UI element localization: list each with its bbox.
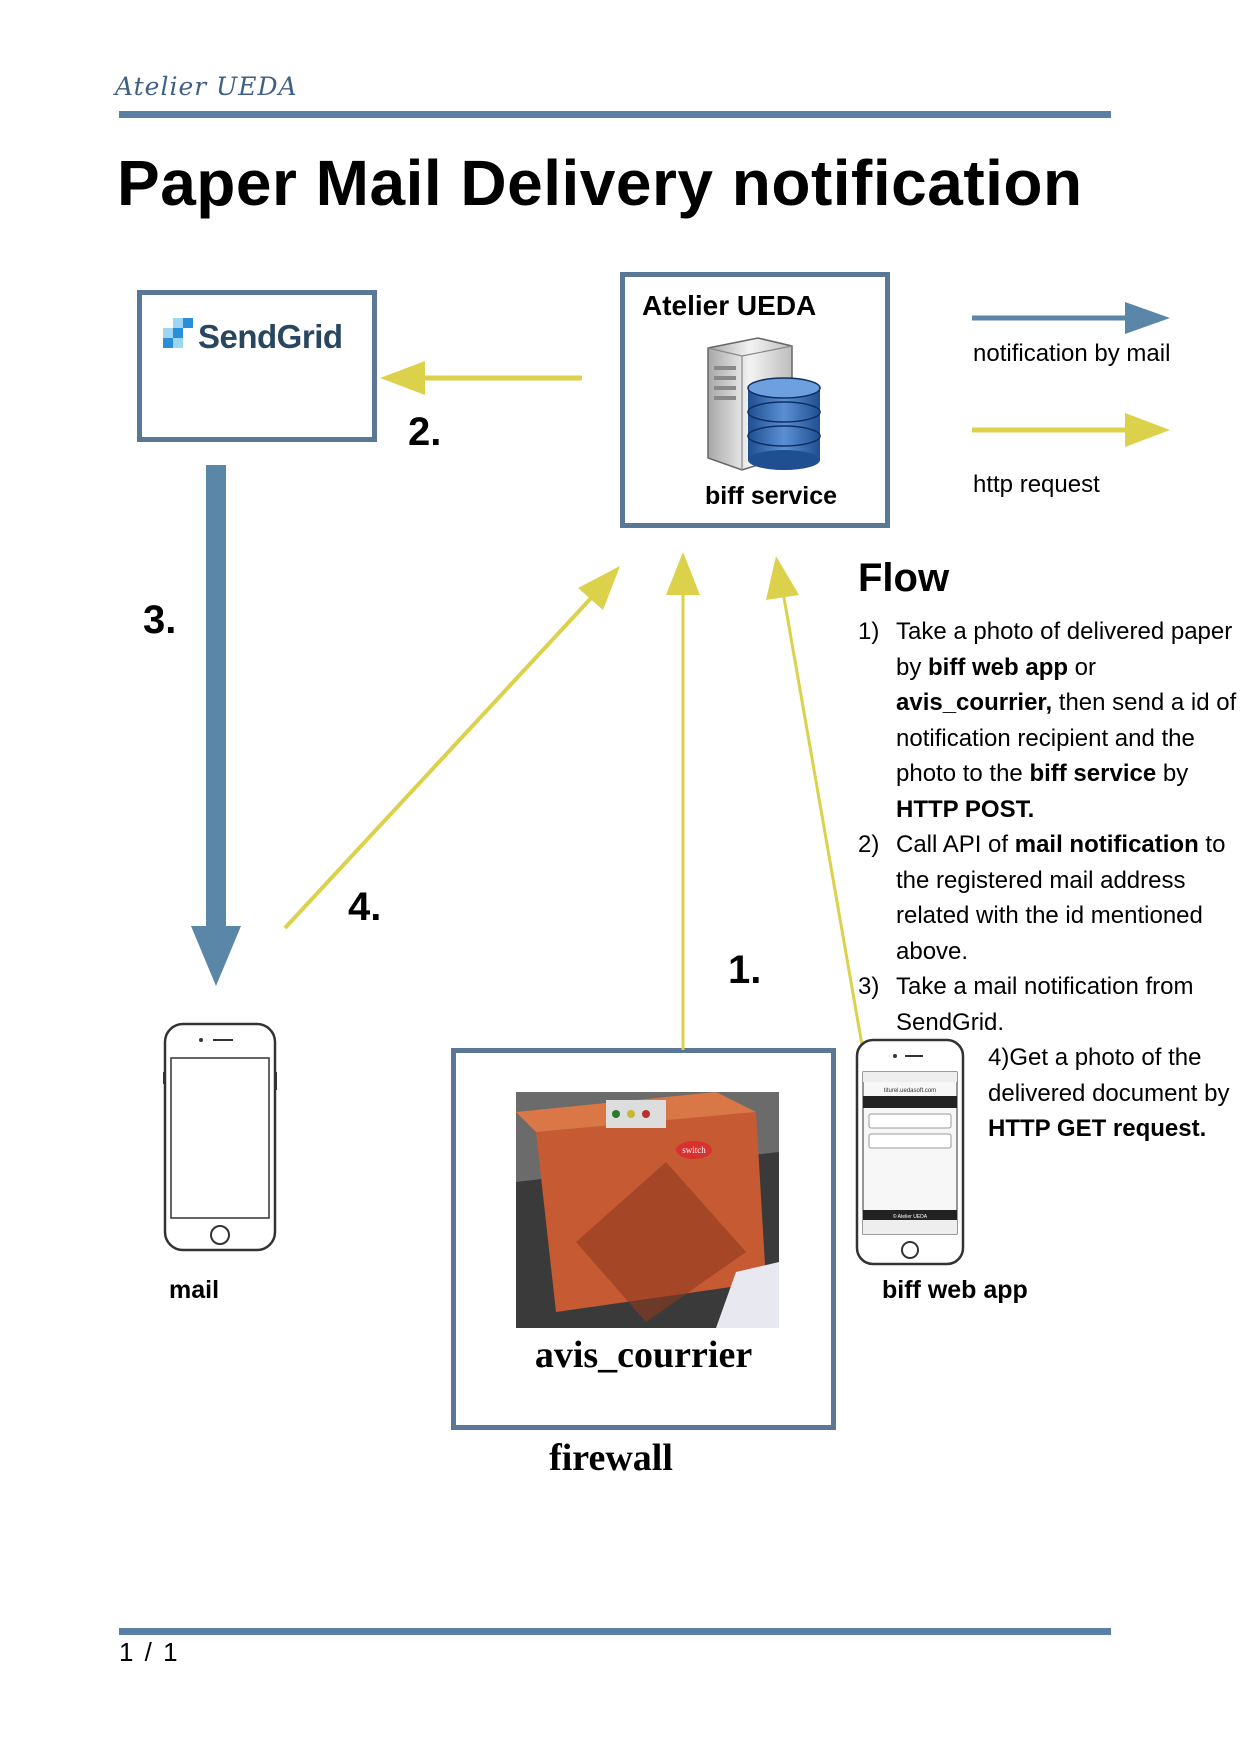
header-rule: [119, 111, 1111, 118]
flow-text-fragment: avis_courrier,: [896, 689, 1053, 716]
flow-text-fragment: then send a id of notification recipient…: [896, 689, 1237, 787]
step-2-label: 2.: [408, 410, 442, 454]
step-1-label: 1.: [728, 948, 762, 992]
flow-text-fragment: to the registered mail address related w…: [896, 831, 1226, 965]
flow-item-1: 1) Take a photo of delivered paper by bif…: [858, 614, 1240, 827]
webapp-url: titurel.uedasoft.com: [884, 1088, 936, 1094]
flow-text-fragment: HTTP POST.: [896, 795, 1035, 823]
footer-rule: [119, 1628, 1111, 1635]
flow-text-fragment: Take a photo of delivered paper by: [896, 618, 1233, 681]
arrow-step-3: [191, 465, 241, 986]
legend-mail-label: notification by mail: [973, 340, 1171, 367]
arrow-step-1-courier: [666, 552, 700, 1050]
flow-text-fragment: Take a mail notification from SendGrid.: [896, 973, 1194, 1036]
flow-step-4: 4)Get a photo of the delivered document …: [988, 1040, 1238, 1147]
flow-text-fragment: or: [1068, 653, 1097, 681]
sendgrid-box: [137, 290, 377, 442]
arrow-step-1-webapp: [766, 556, 864, 1046]
legend-http-arrow: [972, 413, 1170, 447]
mail-label: mail: [169, 1276, 220, 1304]
flow-text-fragment: biff service: [1029, 760, 1157, 787]
atelier-ueda-title: Atelier UEDA: [642, 290, 817, 321]
arrow-step-4: [283, 566, 620, 930]
page-title: Paper Mail Delivery notification: [117, 147, 1083, 219]
webapp-footer: © Atelier UEDA: [893, 1213, 928, 1220]
header-brand: Atelier UEDA: [115, 72, 298, 101]
flow-list: 1) Take a photo of delivered paper by bif…: [858, 614, 1240, 1040]
mail-phone-icon: [163, 1022, 277, 1252]
step-4-label: 4.: [348, 885, 382, 929]
biff-web-app-phone-icon: titurel.uedasoft.com © Atelier UEDA: [855, 1038, 965, 1266]
step-3-label: 3.: [143, 598, 177, 642]
arrow-step-2: [380, 361, 582, 395]
flow-text-fragment: by: [1156, 760, 1189, 787]
switch-sticker: switch: [682, 1145, 706, 1155]
server-database-icon: [707, 337, 821, 471]
flow-item-number: 2): [858, 831, 880, 858]
flow-text-fragment: HTTP GET request.: [988, 1115, 1207, 1142]
flow-item-number: 3): [858, 973, 880, 1000]
page-number: 1 / 1: [119, 1637, 180, 1667]
flow-text-fragment: Call API of: [896, 831, 1015, 858]
flow-item-2: 2) Call API of mail notification to the r…: [858, 827, 1240, 969]
firewall-label: firewall: [549, 1437, 673, 1479]
legend-mail-arrow: [972, 302, 1170, 334]
flow-text-fragment: mail notification: [1014, 831, 1199, 858]
sendgrid-label: SendGrid: [198, 318, 343, 355]
flow-text-fragment: biff web app: [928, 653, 1069, 681]
biff-web-app-label: biff web app: [882, 1276, 1028, 1304]
biff-service-label: biff service: [705, 482, 838, 510]
sendgrid-logo-icon: [163, 318, 193, 348]
flow-text-fragment: 4)Get a photo of the delivered document …: [988, 1044, 1230, 1107]
flow-item-number: 1): [858, 618, 880, 645]
avis-courrier-label: avis_courrier: [534, 1334, 753, 1376]
avis-courrier-photo: switch: [516, 1092, 779, 1328]
legend-http-label: http request: [973, 471, 1100, 498]
flow-heading: Flow: [858, 556, 950, 600]
flow-item-3: 3) Take a mail notification from SendGrid…: [858, 969, 1240, 1040]
